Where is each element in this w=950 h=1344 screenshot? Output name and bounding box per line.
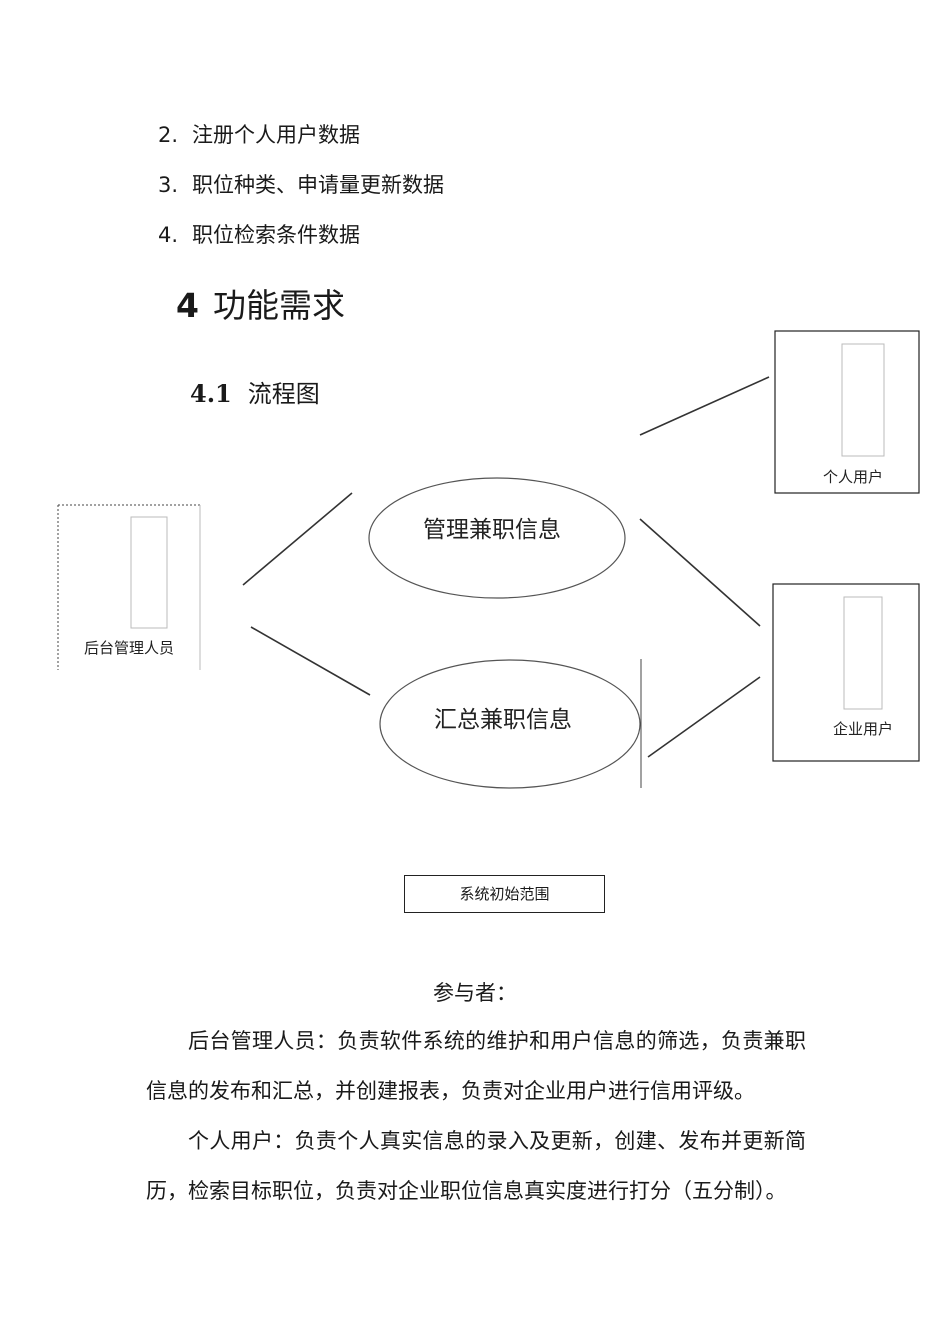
- actor-label: 后台管理人员: [84, 639, 174, 657]
- actor-figure: [130, 516, 168, 629]
- line-summary-enterprise: [647, 676, 761, 758]
- paragraph-admin: 后台管理人员：负责软件系统的维护和用户信息的筛选，负责兼职信息的发布和汇总，并创…: [146, 1016, 806, 1116]
- subsection-heading: 4.1 流程图: [190, 378, 320, 410]
- list-text: 注册个人用户数据: [192, 123, 360, 147]
- subsection-title: 流程图: [247, 380, 320, 408]
- subsection-number: 4.1: [190, 379, 232, 408]
- paragraph-text: 负责软件系统的维护和用户信息的筛选，负责兼职信息的发布和汇总，并创建报表，负责对…: [146, 1029, 806, 1103]
- actor-personal-user: 个人用户: [774, 330, 920, 494]
- actor-label: 个人用户: [823, 468, 883, 486]
- usecase-summary-jobs: 汇总兼职信息: [379, 659, 641, 789]
- use-case-diagram: 个人用户 企业用户 后台管理人员 管理兼职信息 汇总兼职信息: [57, 330, 920, 789]
- paragraph-label: 后台管理人员：: [188, 1029, 338, 1053]
- section-heading: 4 功能需求: [176, 285, 345, 327]
- actor-figure: [841, 343, 885, 457]
- actor-enterprise-user: 企业用户: [772, 583, 920, 762]
- list-item: 2. 注册个人用户数据: [158, 121, 360, 149]
- list-item: 4. 职位检索条件数据: [158, 221, 360, 249]
- line-admin-manage: [242, 492, 353, 586]
- participants-title: 参与者：: [433, 981, 517, 1005]
- actor-frame: [772, 583, 920, 762]
- paragraph-personal: 个人用户：负责个人真实信息的录入及更新，创建、发布并更新简历，检索目标职位，负责…: [146, 1116, 806, 1216]
- list-number: 2.: [158, 123, 179, 147]
- association-lines: [242, 376, 770, 758]
- usecase-ellipse: [368, 477, 626, 599]
- list-number: 4.: [158, 223, 179, 247]
- section-number: 4: [176, 286, 199, 325]
- list-text: 职位种类、申请量更新数据: [192, 173, 444, 197]
- actor-admin: 后台管理人员: [57, 504, 201, 670]
- usecase-manage-jobs: 管理兼职信息: [368, 477, 626, 599]
- usecase-label: 管理兼职信息: [423, 517, 561, 543]
- list-item: 3. 职位种类、申请量更新数据: [158, 171, 444, 199]
- line-admin-summary: [250, 626, 371, 696]
- line-manage-enterprise: [639, 518, 761, 627]
- usecase-label: 汇总兼职信息: [434, 707, 572, 733]
- paragraph-text: 负责个人真实信息的录入及更新，创建、发布并更新简历，检索目标职位，负责对企业职位…: [146, 1129, 807, 1203]
- list-number: 3.: [158, 173, 179, 197]
- usecase-ellipse: [379, 659, 641, 789]
- paragraph-label: 个人用户：: [188, 1129, 295, 1153]
- actor-frame: [774, 330, 920, 494]
- line-manage-personal: [639, 376, 770, 436]
- actor-label: 企业用户: [833, 720, 893, 738]
- list-text: 职位检索条件数据: [192, 223, 360, 247]
- section-title: 功能需求: [212, 286, 345, 325]
- diagram-caption: 系统初始范围: [404, 875, 605, 913]
- actor-figure: [843, 596, 883, 710]
